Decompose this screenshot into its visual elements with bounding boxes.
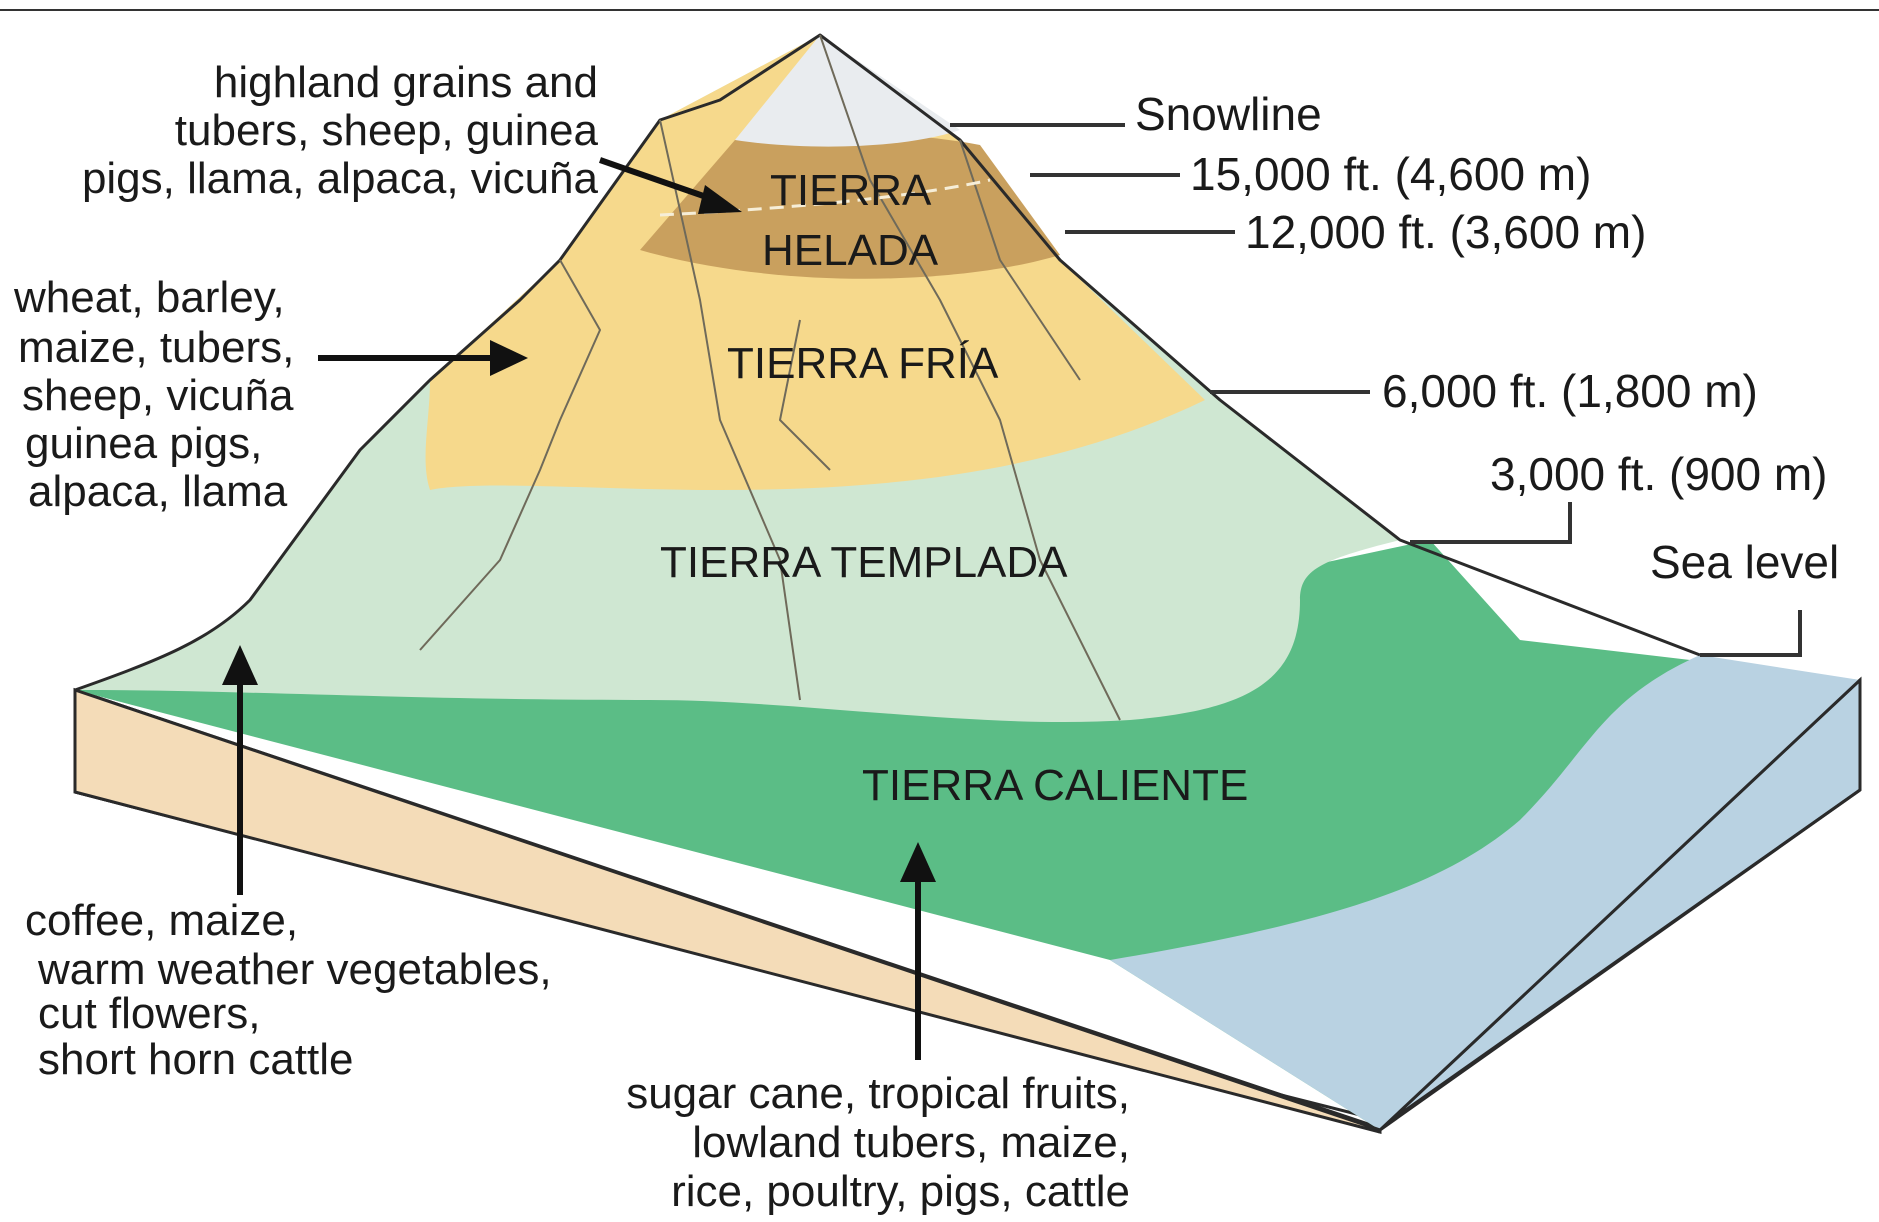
arrow-fria — [318, 340, 528, 376]
ridge-left — [419, 259, 601, 651]
leader-3000 — [1410, 502, 1572, 544]
products-templada-line-4: short horn cattle — [38, 1035, 354, 1084]
zone-label-templada: TIERRA TEMPLADA — [660, 538, 1068, 587]
elevation-snowline: Snowline — [1135, 88, 1322, 140]
products-caliente-line-1: sugar cane, tropical fruits, — [626, 1069, 1130, 1118]
leader-sea-level — [1700, 610, 1802, 657]
zone-label-helada-2: HELADA — [762, 226, 939, 275]
block-top-right-edge — [1378, 678, 1862, 1132]
products-fria-line-3: sheep, vicuña — [22, 371, 294, 420]
products-helada-line-3: pigs, llama, alpaca, vicuña — [82, 154, 599, 203]
zone-label-helada-1: TIERRA — [770, 166, 932, 215]
mountain-outline — [74, 33, 1701, 692]
zone-label-fria: TIERRA FRÍA — [727, 339, 999, 388]
elevation-sea-level: Sea level — [1650, 536, 1839, 588]
zone-snow — [735, 35, 960, 147]
products-fria-line-5: alpaca, llama — [28, 467, 288, 516]
ridge-right — [819, 34, 1121, 721]
ridge-center — [659, 119, 801, 701]
products-templada-line-1: coffee, maize, — [25, 896, 298, 945]
products-helada-line-2: tubers, sheep, guinea — [175, 106, 599, 155]
ridge-small — [779, 319, 831, 471]
sea-surface — [1110, 655, 1860, 1130]
products-caliente-line-3: rice, poultry, pigs, cattle — [671, 1167, 1130, 1216]
ridge-far-right — [959, 139, 1081, 381]
elevation-15000: 15,000 ft. (4,600 m) — [1190, 148, 1591, 200]
products-fria-line-2: maize, tubers, — [18, 323, 294, 372]
elevation-6000: 6,000 ft. (1,800 m) — [1382, 365, 1758, 417]
products-fria-line-1: wheat, barley, — [13, 273, 285, 322]
products-helada-line-1: highland grains and — [214, 58, 598, 107]
helada-dashed-line — [659, 178, 991, 217]
zone-label-caliente: TIERRA CALIENTE — [862, 761, 1248, 810]
arrow-caliente — [900, 842, 936, 1060]
zone-helada — [640, 133, 1060, 279]
arrow-templada — [222, 645, 258, 895]
products-templada-line-3: cut flowers, — [38, 989, 261, 1038]
elevation-12000: 12,000 ft. (3,600 m) — [1245, 206, 1646, 258]
products-caliente-line-2: lowland tubers, maize, — [692, 1118, 1130, 1167]
products-fria-line-4: guinea pigs, — [25, 419, 262, 468]
elevation-3000: 3,000 ft. (900 m) — [1490, 448, 1828, 500]
products-templada-line-2: warm weather vegetables, — [37, 945, 552, 994]
arrow-helada — [599, 157, 742, 214]
